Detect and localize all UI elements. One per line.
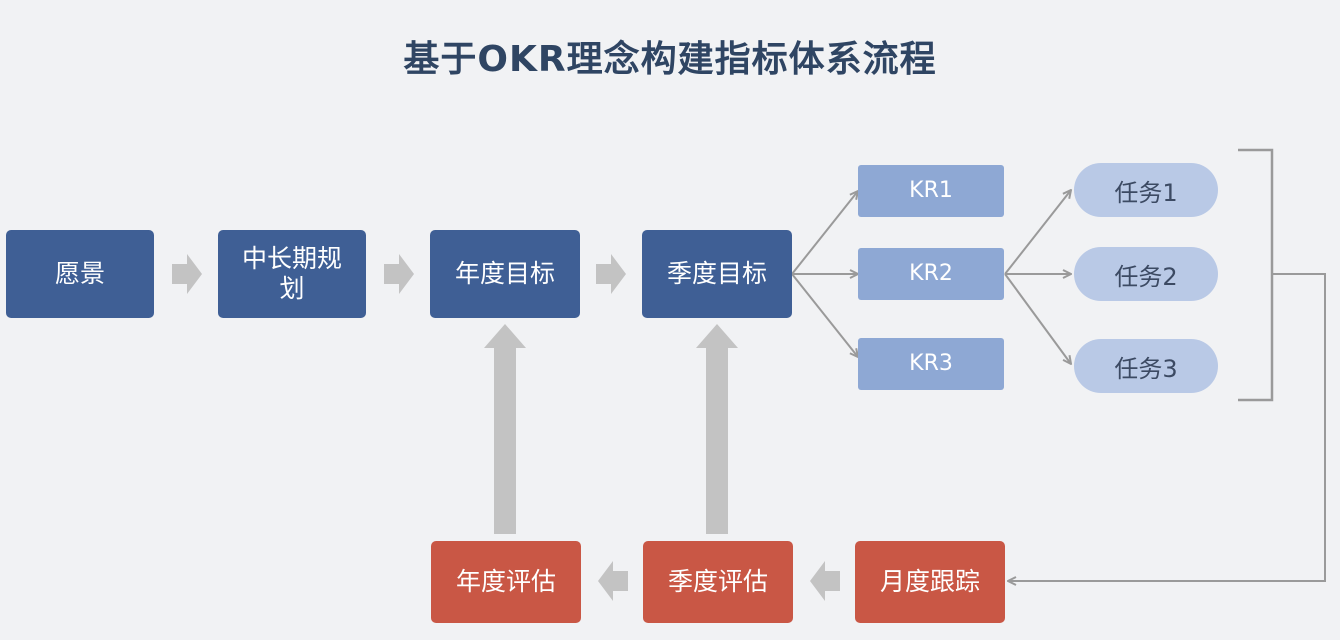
mid-long-plan-label: 中长期规划 (241, 244, 342, 303)
annual-goal-label: 年度目标 (454, 259, 555, 288)
quarterly-review-label: 季度评估 (667, 567, 768, 596)
line-to-kr1 (791, 191, 858, 275)
arrow-plan-to-annual (384, 254, 414, 294)
line-to-kr3 (791, 273, 858, 357)
kr3-label: KR3 (909, 351, 953, 376)
quarterly-goal-label: 季度目标 (666, 259, 767, 288)
arrow-monthly-tracking-to-quarterly-review (810, 561, 840, 601)
kr3-box: KR3 (858, 338, 1004, 390)
kr1-box: KR1 (858, 165, 1004, 217)
monthly-tracking-label: 月度跟踪 (879, 567, 980, 596)
quarterly-review-box: 季度评估 (643, 541, 793, 623)
kr2-label: KR2 (909, 261, 953, 286)
line-bracket-to-monthly-tracking (1008, 273, 1326, 581)
task1-label: 任务1 (1114, 178, 1178, 207)
diagram-title: 基于OKR理念构建指标体系流程 (403, 39, 937, 80)
arrow-quarterly-review-to-annual-review (598, 561, 628, 601)
vision-box: 愿景 (6, 230, 154, 318)
arrow-vision-to-plan (172, 254, 202, 294)
task3-pill: 任务3 (1074, 339, 1218, 393)
annual-review-box: 年度评估 (431, 541, 581, 623)
tasks-bracket (1238, 148, 1274, 402)
kr2-box: KR2 (858, 248, 1004, 300)
arrow-annual-review-up (484, 324, 526, 534)
arrow-quarterly-review-up (696, 324, 738, 534)
task2-pill: 任务2 (1074, 247, 1218, 301)
task1-pill: 任务1 (1074, 163, 1218, 217)
arrow-annual-to-quarterly (596, 254, 626, 294)
line-to-task3 (1004, 273, 1071, 364)
quarterly-goal-box: 季度目标 (642, 230, 792, 318)
line-to-task1 (1004, 190, 1071, 275)
annual-review-label: 年度评估 (455, 567, 556, 596)
vision-label: 愿景 (54, 259, 105, 288)
monthly-tracking-box: 月度跟踪 (855, 541, 1005, 623)
annual-goal-box: 年度目标 (430, 230, 580, 318)
mid-long-plan-box: 中长期规划 (218, 230, 366, 318)
kr1-label: KR1 (909, 178, 953, 203)
task3-label: 任务3 (1114, 354, 1178, 383)
task2-label: 任务2 (1114, 262, 1178, 291)
